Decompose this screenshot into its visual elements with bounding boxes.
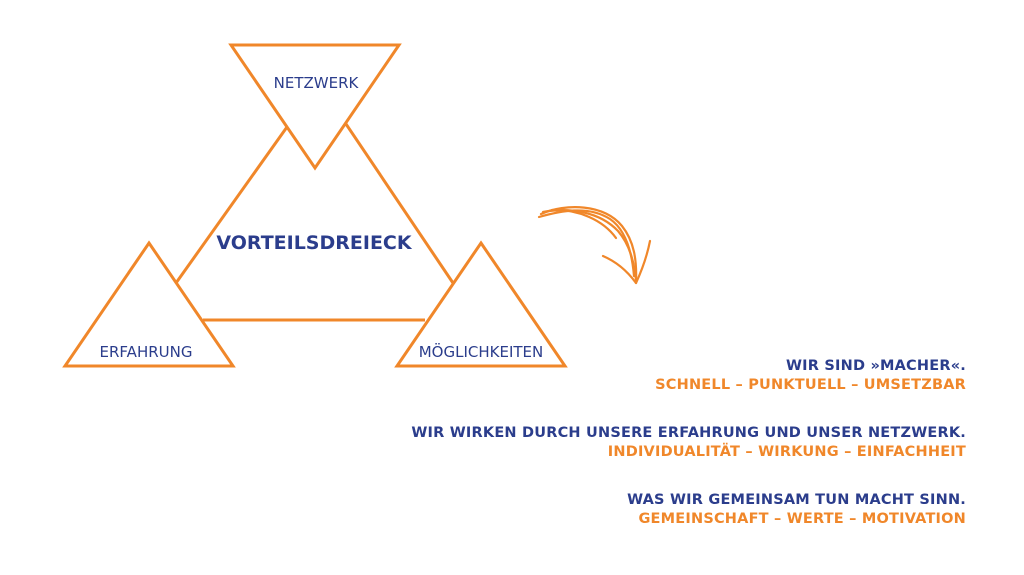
statement-1-keywords: SCHNELL – PUNKTUELL – UMSETZBAR [655,377,966,393]
left-triangle [62,240,236,368]
statement-2-headline: WIR WIRKEN DURCH UNSERE ERFAHRUNG UND UN… [411,425,966,441]
right-triangle [394,240,568,368]
right-triangle-label: MÖGLICHKEITEN [419,342,544,361]
statement-1-headline: WIR SIND »MACHER«. [785,358,966,374]
statement-2-keywords: INDIVIDUALITÄT – WIRKUNG – EINFACHHEIT [607,444,966,460]
top-triangle-label: NETZWERK [274,74,360,92]
statement-1: WIR SIND »MACHER«. SCHNELL – PUNKTUELL –… [411,357,966,395]
center-triangle-label: VORTEILSDREIECK [216,232,412,254]
statement-3-headline: WAS WIR GEMEINSAM TUN MACHT SINN. [627,492,966,508]
center-triangle-left-edge [174,126,289,284]
statement-3: WAS WIR GEMEINSAM TUN MACHT SINN. GEMEIN… [411,491,966,529]
center-triangle-right-edge [344,123,455,284]
statements-block: WIR SIND »MACHER«. SCHNELL – PUNKTUELL –… [411,357,966,558]
statement-2: WIR WIRKEN DURCH UNSERE ERFAHRUNG UND UN… [411,424,966,462]
curved-arrow-icon [537,206,652,285]
left-triangle-label: ERFAHRUNG [100,343,193,361]
top-triangle [228,43,402,171]
statement-3-keywords: GEMEINSCHAFT – WERTE – MOTIVATION [638,511,966,527]
